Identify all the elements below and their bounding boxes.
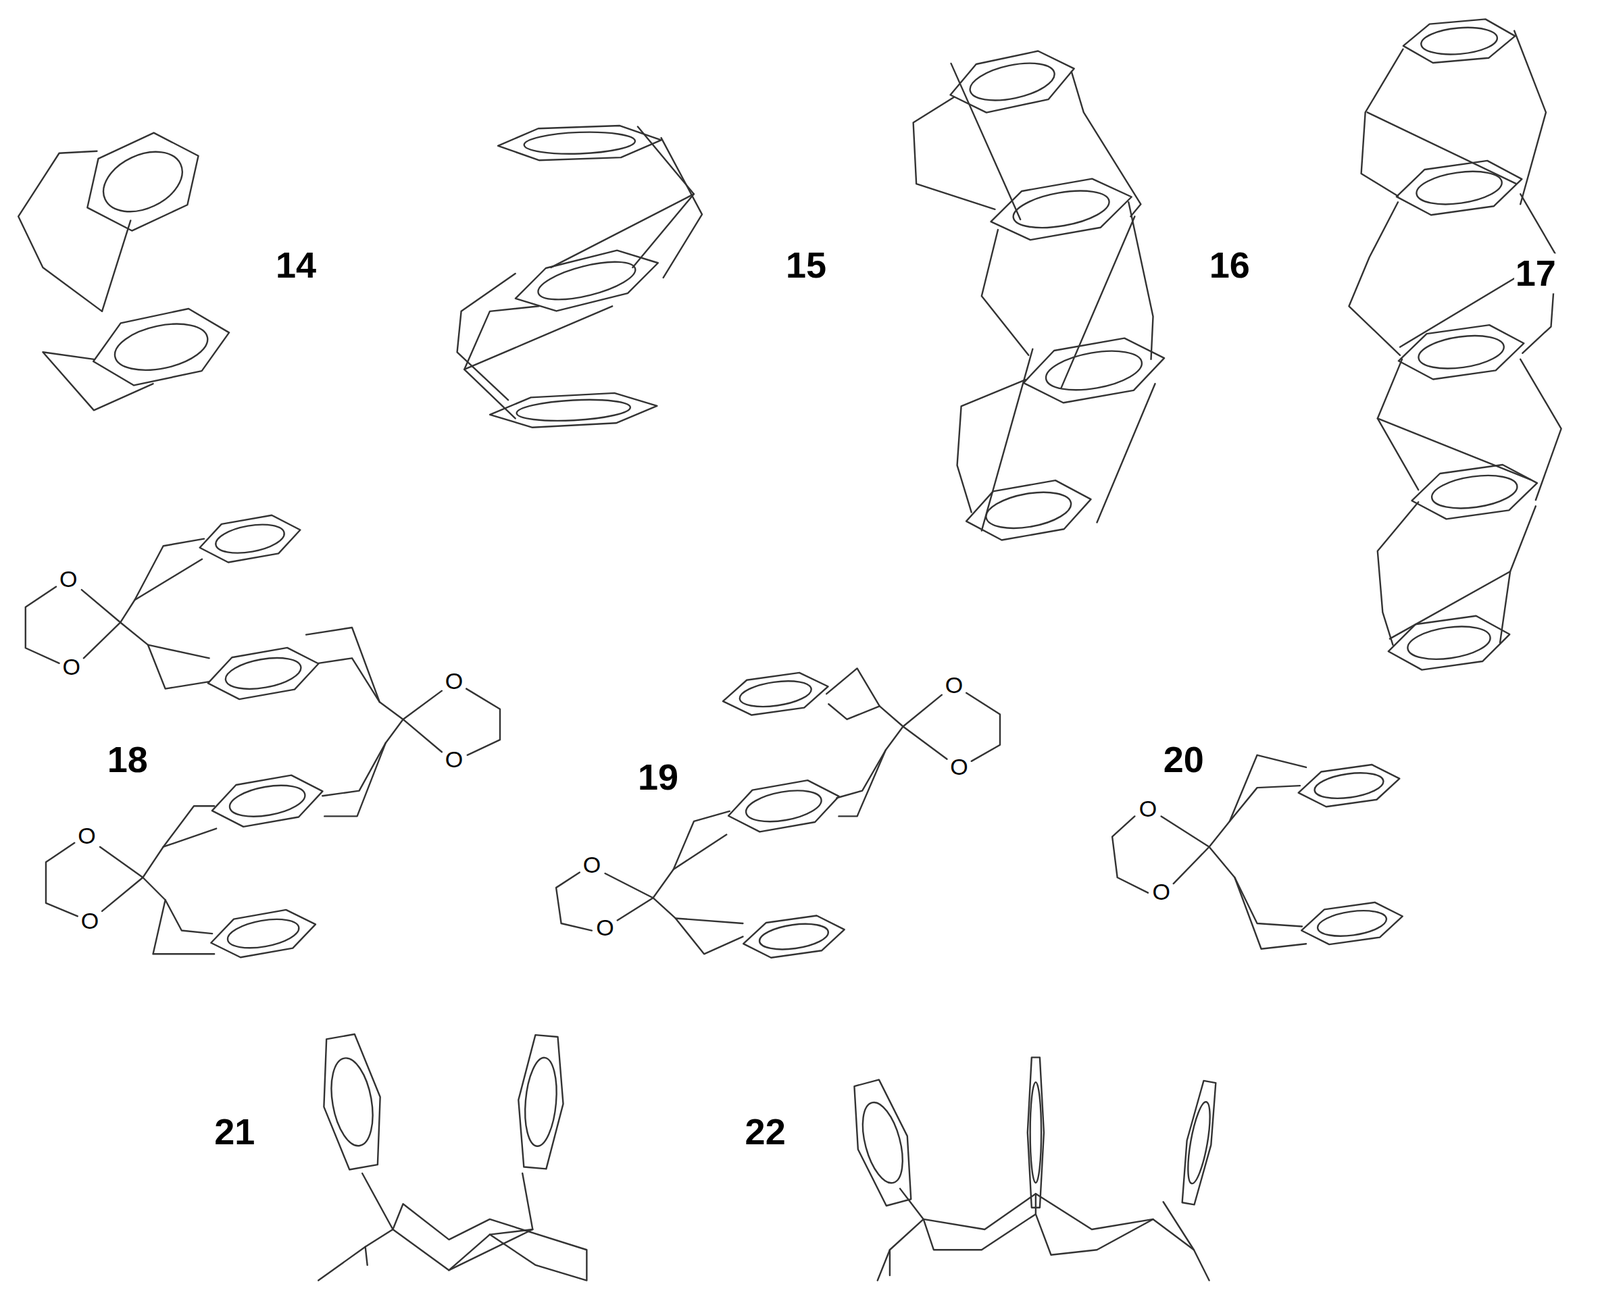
compound-number: 19 bbox=[636, 757, 680, 798]
cyclophane-15 bbox=[457, 124, 703, 430]
oxygen-atom: O bbox=[581, 852, 603, 878]
compound-number: 21 bbox=[212, 1112, 257, 1153]
framework-22 bbox=[841, 1057, 1222, 1281]
compound-number: 17 bbox=[1514, 253, 1558, 294]
oxygen-atom: O bbox=[1137, 796, 1159, 822]
cyclophane-20 bbox=[1112, 755, 1405, 950]
compound-number: 16 bbox=[1208, 245, 1252, 286]
cyclophane-14 bbox=[18, 119, 236, 411]
oxygen-atom: O bbox=[79, 908, 100, 934]
compound-number: 20 bbox=[1162, 739, 1206, 780]
cyclophane-16 bbox=[913, 44, 1169, 546]
oxygen-atom: O bbox=[594, 916, 615, 942]
cyclophane-19 bbox=[556, 668, 1000, 962]
oxygen-atom: O bbox=[76, 824, 97, 850]
oxygen-atom: O bbox=[943, 672, 965, 698]
oxygen-atom: O bbox=[948, 754, 969, 780]
oxygen-atom: O bbox=[60, 654, 82, 680]
compound-number: 14 bbox=[274, 245, 318, 286]
compound-number: 15 bbox=[784, 245, 828, 286]
oxygen-atom: O bbox=[58, 566, 79, 592]
framework-21 bbox=[312, 1031, 587, 1281]
cyclophane-18 bbox=[25, 510, 500, 963]
cyclophane-17 bbox=[1348, 16, 1561, 675]
oxygen-atom: O bbox=[443, 668, 465, 694]
oxygen-atom: O bbox=[443, 747, 465, 773]
compound-number: 18 bbox=[106, 739, 150, 780]
compound-number: 22 bbox=[743, 1112, 788, 1153]
oxygen-atom: O bbox=[1150, 880, 1171, 906]
